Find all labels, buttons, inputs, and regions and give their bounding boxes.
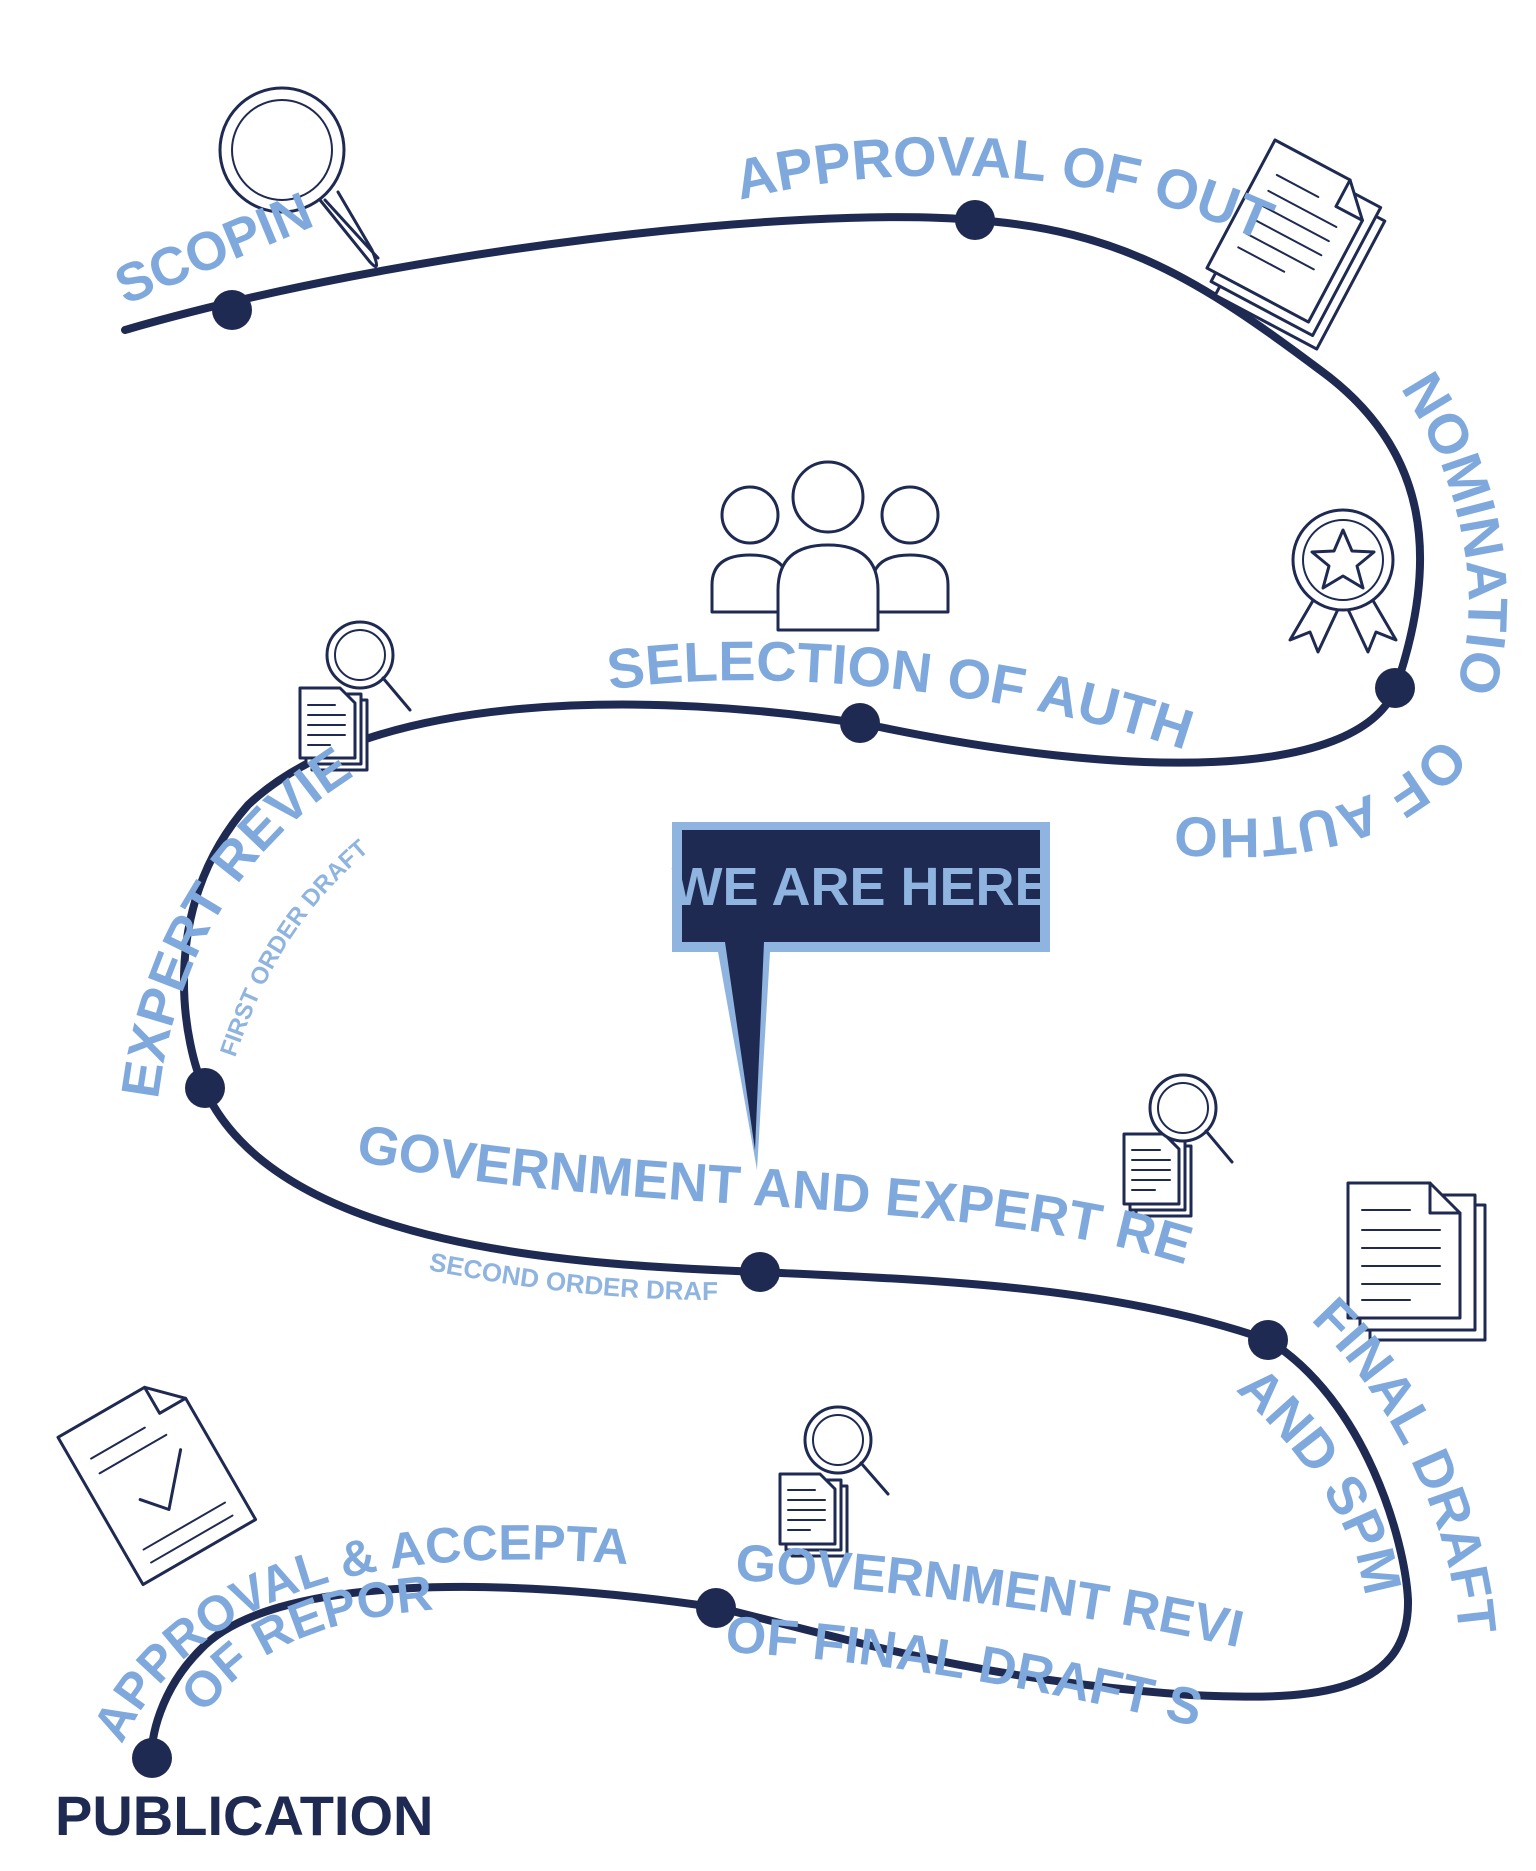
label-approval-outline: APPROVAL OF OUTLINE	[0, 0, 1282, 252]
review-documents-icon	[298, 620, 412, 772]
milestone-dot-nomination	[1375, 668, 1415, 708]
label-selection-authors: SELECTION OF AUTHORS	[0, 0, 1201, 761]
award-ribbon-icon	[1288, 508, 1398, 654]
milestone-dot-gov-review	[696, 1588, 736, 1628]
milestone-dot-publication	[132, 1738, 172, 1778]
review-documents-icon	[1122, 1073, 1234, 1218]
callout-text: WE ARE HERE	[671, 857, 1050, 917]
milestone-dot-scoping	[212, 290, 252, 330]
label-gov-expert-review: GOVERNMENT AND EXPERT REVIEW	[0, 0, 1199, 1276]
document-checkmark-icon	[56, 1385, 258, 1587]
milestone-dot-selection	[840, 703, 880, 743]
label-expert-review: EXPERT REVIEW	[0, 0, 362, 1102]
label-scoping: SCOPING	[0, 0, 321, 316]
people-group-icon	[710, 460, 950, 632]
documents-icon	[1346, 1181, 1487, 1342]
milestone-dot-final-draft	[1248, 1320, 1288, 1360]
milestone-dot-gov-expert-review	[740, 1252, 780, 1292]
milestone-dot-expert-review	[185, 1068, 225, 1108]
documents-icon	[1205, 138, 1387, 351]
process-path	[121, 213, 1425, 1762]
we-are-here-callout: WE ARE HERE	[671, 822, 1051, 1170]
label-publication: PUBLICATION	[55, 1784, 434, 1847]
milestone-dot-outline	[955, 200, 995, 240]
review-documents-icon	[778, 1405, 890, 1558]
magnifier-icon	[218, 86, 380, 268]
